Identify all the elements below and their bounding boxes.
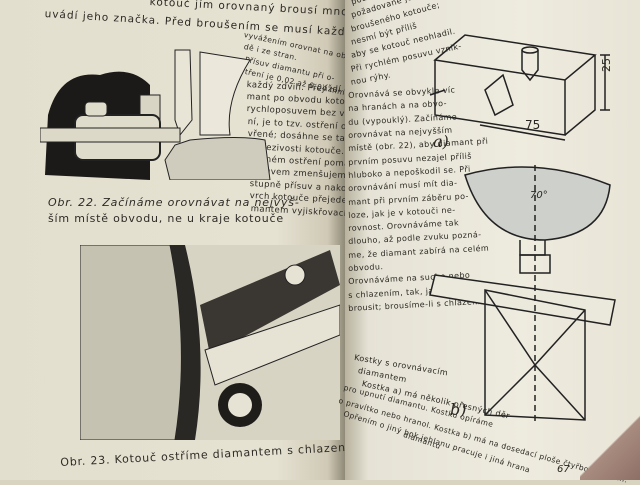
- dimension-width: 75: [525, 118, 541, 132]
- figure-b-label: b): [450, 400, 467, 419]
- dimension-height: 25: [600, 58, 613, 72]
- right-page: podélného posuvu dia-požadované jemnosti…: [338, 0, 640, 485]
- angle-label: 70°: [530, 190, 548, 201]
- figure-22-caption: Obr. 22. Začínáme orovnávat na nejvyš-: [48, 196, 300, 209]
- figure-22-illustration: [40, 49, 271, 180]
- page-number: 67: [557, 464, 570, 475]
- figure-b-diamond-holder: [429, 165, 616, 425]
- figure-a-block-diagram: [429, 34, 610, 141]
- figure-22-caption: ším místě obvodu, ne u kraje kotouče: [48, 212, 284, 225]
- text-line: obvodu.: [348, 262, 384, 273]
- figure-a-label: a): [433, 132, 449, 151]
- left-page: kotouč jím orovnaný brousí mnohem tvrdší…: [0, 0, 499, 480]
- figure-23-illustration: [80, 245, 340, 440]
- page-corner: [580, 410, 640, 480]
